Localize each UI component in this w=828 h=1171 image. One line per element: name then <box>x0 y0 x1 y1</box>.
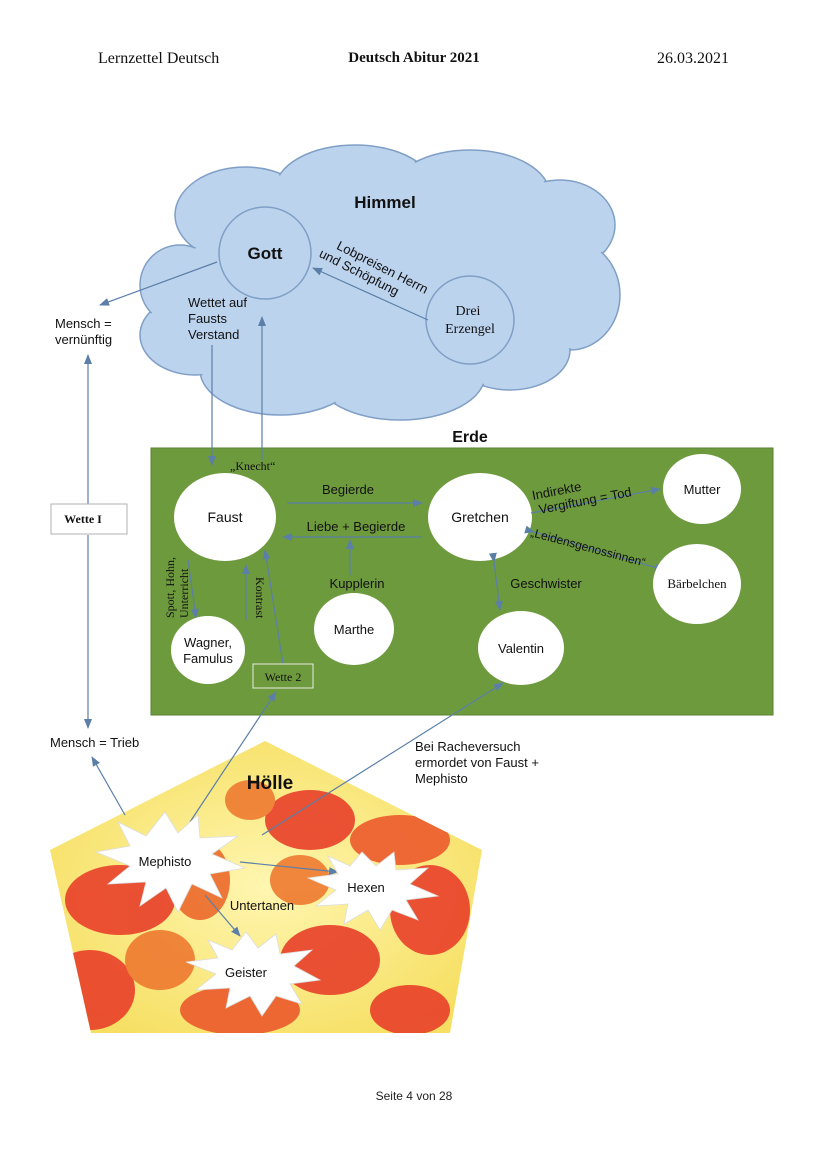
hoelle-pentagon <box>50 741 482 1033</box>
mephisto-burst <box>94 811 247 913</box>
marthe-label: Marthe <box>334 622 374 637</box>
arrow-geschwister <box>488 552 503 611</box>
arrow-wette2-faust <box>262 549 284 665</box>
arrow-lobpreisen <box>312 267 429 321</box>
wagner-node <box>171 616 245 684</box>
wette1-box <box>50 503 128 535</box>
rache-label-1: Bei Racheversuch <box>415 739 521 754</box>
arrow-leidensgenossinnen <box>524 525 665 572</box>
faust-node <box>174 473 276 561</box>
himmel-title: Himmel <box>354 193 415 212</box>
mutter-label: Mutter <box>684 482 722 497</box>
header-center: Deutsch Abitur 2021 <box>348 50 480 66</box>
marthe-node <box>314 593 394 665</box>
hexen-label: Hexen <box>347 880 385 895</box>
spott-label-1: Spott, Hohn, <box>163 557 177 618</box>
arrow-mephisto-hexen <box>239 861 339 876</box>
erzengel-label-1: Drei <box>456 304 481 319</box>
hexen-burst <box>306 851 440 931</box>
gott-label: Gott <box>248 244 283 263</box>
begierde-label: Begierde <box>322 482 374 497</box>
erzengel-label-2: Erzengel <box>445 322 495 337</box>
wette2-label: Wette 2 <box>265 670 302 684</box>
geister-burst <box>185 931 322 1017</box>
arrow-rache-valentin <box>261 682 504 836</box>
arrow-gott-mensch <box>99 261 218 306</box>
gretchen-node <box>428 473 532 561</box>
hoelle-title: Hölle <box>247 773 293 794</box>
mensch-vernuenftig-2: vernünftig <box>55 332 112 347</box>
erzengel-node <box>425 275 515 365</box>
valentin-node <box>478 611 564 685</box>
header-right: 26.03.2021 <box>657 50 729 67</box>
wette-gott-label-3: Verstand <box>188 327 239 342</box>
arrow-mephisto-geister <box>204 894 241 937</box>
mensch-vernuenftig-1: Mensch = <box>55 316 112 331</box>
knecht-label: „Knecht“ <box>230 459 275 473</box>
wette-gott-label-2: Fausts <box>188 311 228 326</box>
geister-label: Geister <box>225 965 268 980</box>
wagner-label-2: Famulus <box>183 651 233 666</box>
liebe-begierde-label: Liebe + Begierde <box>307 519 406 534</box>
kupplerin-label: Kupplerin <box>330 576 385 591</box>
wette1-label: Wette I <box>64 512 102 526</box>
spott-label-2: Unterricht <box>177 568 191 618</box>
faust-label: Faust <box>207 509 242 525</box>
baerbelchen-node <box>653 544 741 624</box>
baerbelchen-label: Bärbelchen <box>667 576 727 591</box>
kontrast-label: Kontrast <box>253 577 267 619</box>
header-left: Lernzettel Deutsch <box>98 50 220 67</box>
gott-node <box>218 206 312 300</box>
wette2-box <box>252 663 314 689</box>
page-number: Seite 4 von 28 <box>375 1089 453 1103</box>
mephisto-label: Mephisto <box>139 854 192 869</box>
arrow-spott <box>187 559 199 619</box>
arrow-mephisto-wette2 <box>189 691 277 823</box>
gretchen-label: Gretchen <box>451 509 509 525</box>
arrow-mephisto-trieb <box>91 756 126 816</box>
erde-title: Erde <box>452 429 488 446</box>
geschwister-label: Geschwister <box>510 576 582 591</box>
mensch-trieb-label: Mensch = Trieb <box>50 735 139 750</box>
valentin-label: Valentin <box>498 641 544 656</box>
wette-gott-label-1: Wettet auf <box>188 295 247 310</box>
wagner-label-1: Wagner, <box>184 635 232 650</box>
arrow-vergiftung <box>530 486 661 514</box>
mutter-node <box>663 454 741 524</box>
rache-label-3: Mephisto <box>415 771 468 786</box>
rache-label-2: ermordet von Faust + <box>415 755 539 770</box>
untertanen-label: Untertanen <box>230 898 294 913</box>
